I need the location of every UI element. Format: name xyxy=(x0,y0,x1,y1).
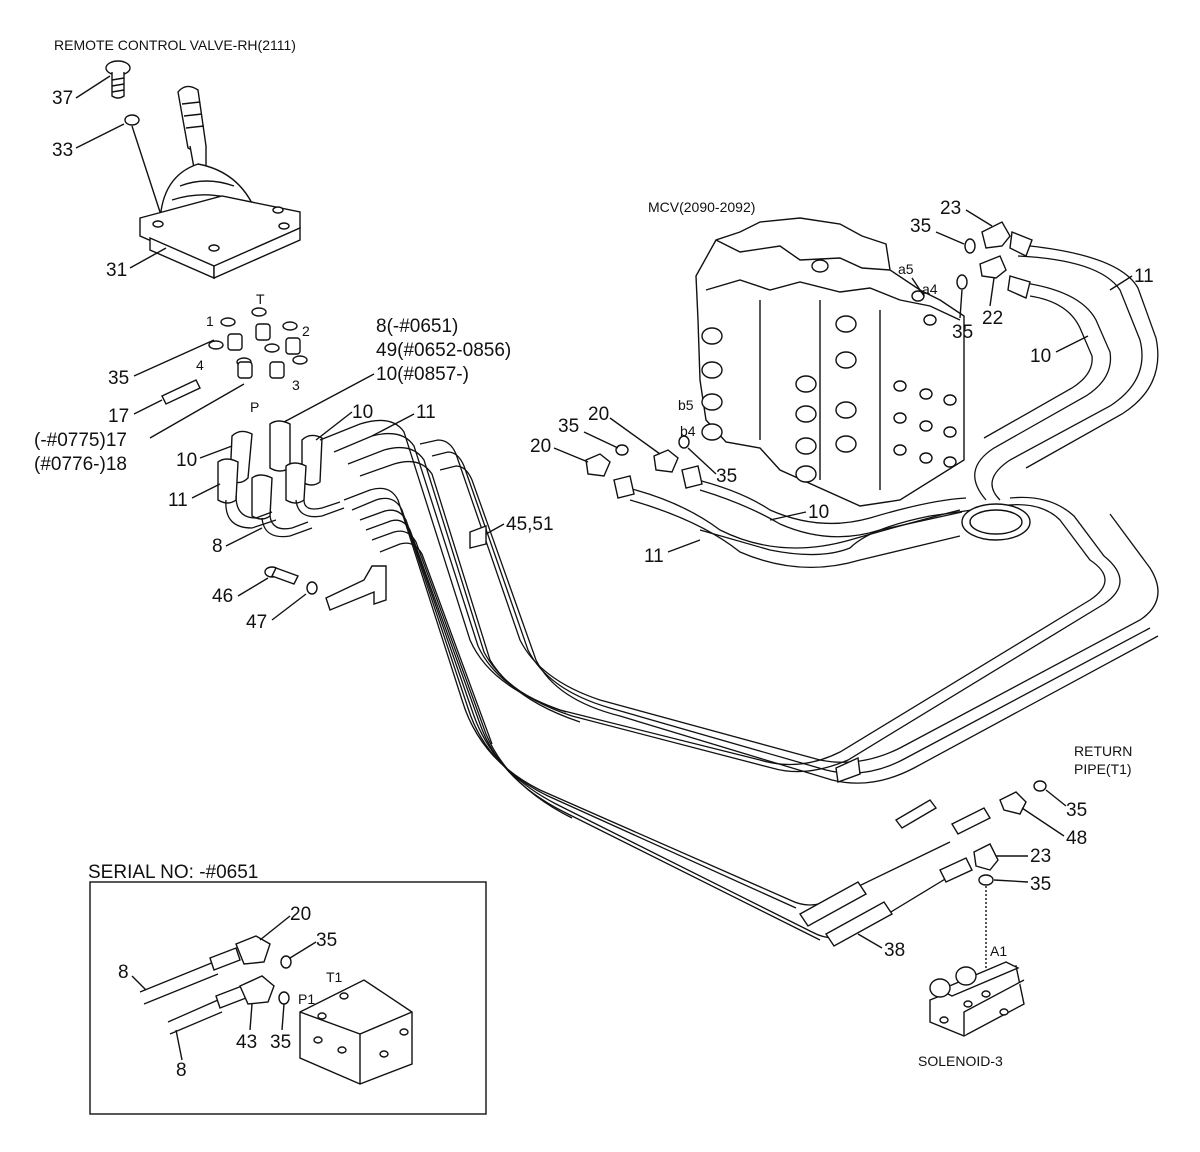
rcv-port-fittings xyxy=(208,307,308,379)
callout-35-rcv: 35 xyxy=(108,368,129,389)
inset-callout-20: 20 xyxy=(290,904,311,925)
callout-47: 47 xyxy=(246,612,267,633)
main-hose-bundle xyxy=(319,245,1159,941)
fitting-23-bottom-part xyxy=(973,843,999,871)
inset-callout-8-top: 8 xyxy=(118,962,129,983)
callout-46: 46 xyxy=(212,586,233,607)
solenoid-title: SOLENOID-3 xyxy=(918,1053,1003,1069)
port-1: 1 xyxy=(206,313,214,329)
port-p: P xyxy=(250,399,259,415)
inset-callout-8-bottom: 8 xyxy=(176,1060,187,1081)
callout-17: 17 xyxy=(108,406,129,427)
callout-22: 22 xyxy=(982,308,1003,329)
port-4: 4 xyxy=(196,357,204,373)
port-2: 2 xyxy=(302,323,310,339)
callout-35-bottom: 35 xyxy=(1030,874,1051,895)
control-lever xyxy=(177,85,207,169)
mcv-bottom-fittings xyxy=(585,435,703,499)
washer-47-part xyxy=(306,581,318,595)
callout-10-right: 10 xyxy=(1030,346,1051,367)
callout-35-a4: 35 xyxy=(952,322,973,343)
inset-callout-35-bottom: 35 xyxy=(270,1032,291,1053)
hose-clip xyxy=(894,799,938,829)
o-ring-bottom xyxy=(978,874,994,886)
serial-title: SERIAL NO: -#0651 xyxy=(88,862,258,883)
inset-port-t1: T1 xyxy=(326,969,343,985)
bolt-46-part xyxy=(264,566,299,585)
mcv-title: MCV(2090-2092) xyxy=(648,199,755,215)
hose-clamp xyxy=(961,503,1031,541)
callout-10-top: 10 xyxy=(352,402,373,423)
rcv-title: REMOTE CONTROL VALVE-RH(2111) xyxy=(54,37,296,53)
inset-callout-43: 43 xyxy=(236,1032,257,1053)
port-3: 3 xyxy=(292,377,300,393)
port-b5: b5 xyxy=(678,397,694,413)
callout-23-top: 23 xyxy=(940,198,961,219)
callout-18-serial: (#0776-)18 xyxy=(34,454,127,475)
callout-31: 31 xyxy=(106,260,127,281)
callout-48: 48 xyxy=(1066,828,1087,849)
port-b4: b4 xyxy=(680,423,696,439)
callout-8-left: 8 xyxy=(212,536,223,557)
plate-17-part xyxy=(161,379,201,405)
callout-35-b4: 35 xyxy=(716,466,737,487)
port-a1: A1 xyxy=(990,943,1007,959)
callout-35-b5: 35 xyxy=(558,416,579,437)
callout-49-range: 49(#0652-0856) xyxy=(376,340,511,361)
main-control-valve xyxy=(695,217,965,507)
fitting-48-part xyxy=(999,791,1027,815)
bracket xyxy=(325,565,387,611)
solenoid-valve xyxy=(929,961,1025,1037)
return-pipe-line2: PIPE(T1) xyxy=(1074,761,1132,777)
o-ring-return xyxy=(1033,780,1047,792)
callout-10-left: 10 xyxy=(176,450,197,471)
mcv-top-fittings xyxy=(956,221,1033,299)
callout-11-top: 11 xyxy=(416,402,436,423)
hose-tag xyxy=(835,756,861,783)
callout-20-b5: 20 xyxy=(530,436,551,457)
remote-control-valve xyxy=(105,60,301,280)
callout-23-bottom: 23 xyxy=(1030,846,1051,867)
callout-10-range: 10(#0857-) xyxy=(376,364,469,385)
inset-callout-35-top: 35 xyxy=(316,930,337,951)
return-pipe-line1: RETURN xyxy=(1074,743,1132,759)
callout-11-left: 11 xyxy=(168,490,188,511)
callout-11-right: 11 xyxy=(1134,266,1154,287)
clamp-45-51 xyxy=(469,524,487,549)
callout-8-range: 8(-#0651) xyxy=(376,316,458,337)
serial-inset-frame xyxy=(89,881,487,1115)
return-hose-ends xyxy=(798,807,991,947)
inset-port-p1: P1 xyxy=(298,991,315,1007)
callout-35-a5: 35 xyxy=(910,216,931,237)
callout-35-return: 35 xyxy=(1066,800,1087,821)
callout-20-b4: 20 xyxy=(588,404,609,425)
callout-17-serial: (-#0775)17 xyxy=(34,430,127,451)
bolt-37-part xyxy=(105,60,131,99)
callout-45-51: 45,51 xyxy=(506,514,554,535)
callout-10-mid: 10 xyxy=(808,502,829,523)
callout-11-mid: 11 xyxy=(644,546,664,567)
serial-inset-parts xyxy=(139,935,413,1085)
port-a4: a4 xyxy=(922,281,938,297)
washer-33-part xyxy=(124,114,140,126)
callout-38: 38 xyxy=(884,940,905,961)
callout-33: 33 xyxy=(52,140,73,161)
port-a5: a5 xyxy=(898,261,914,277)
rcv-hose-fittings xyxy=(217,420,345,538)
callout-37: 37 xyxy=(52,88,73,109)
port-t: T xyxy=(256,291,265,307)
